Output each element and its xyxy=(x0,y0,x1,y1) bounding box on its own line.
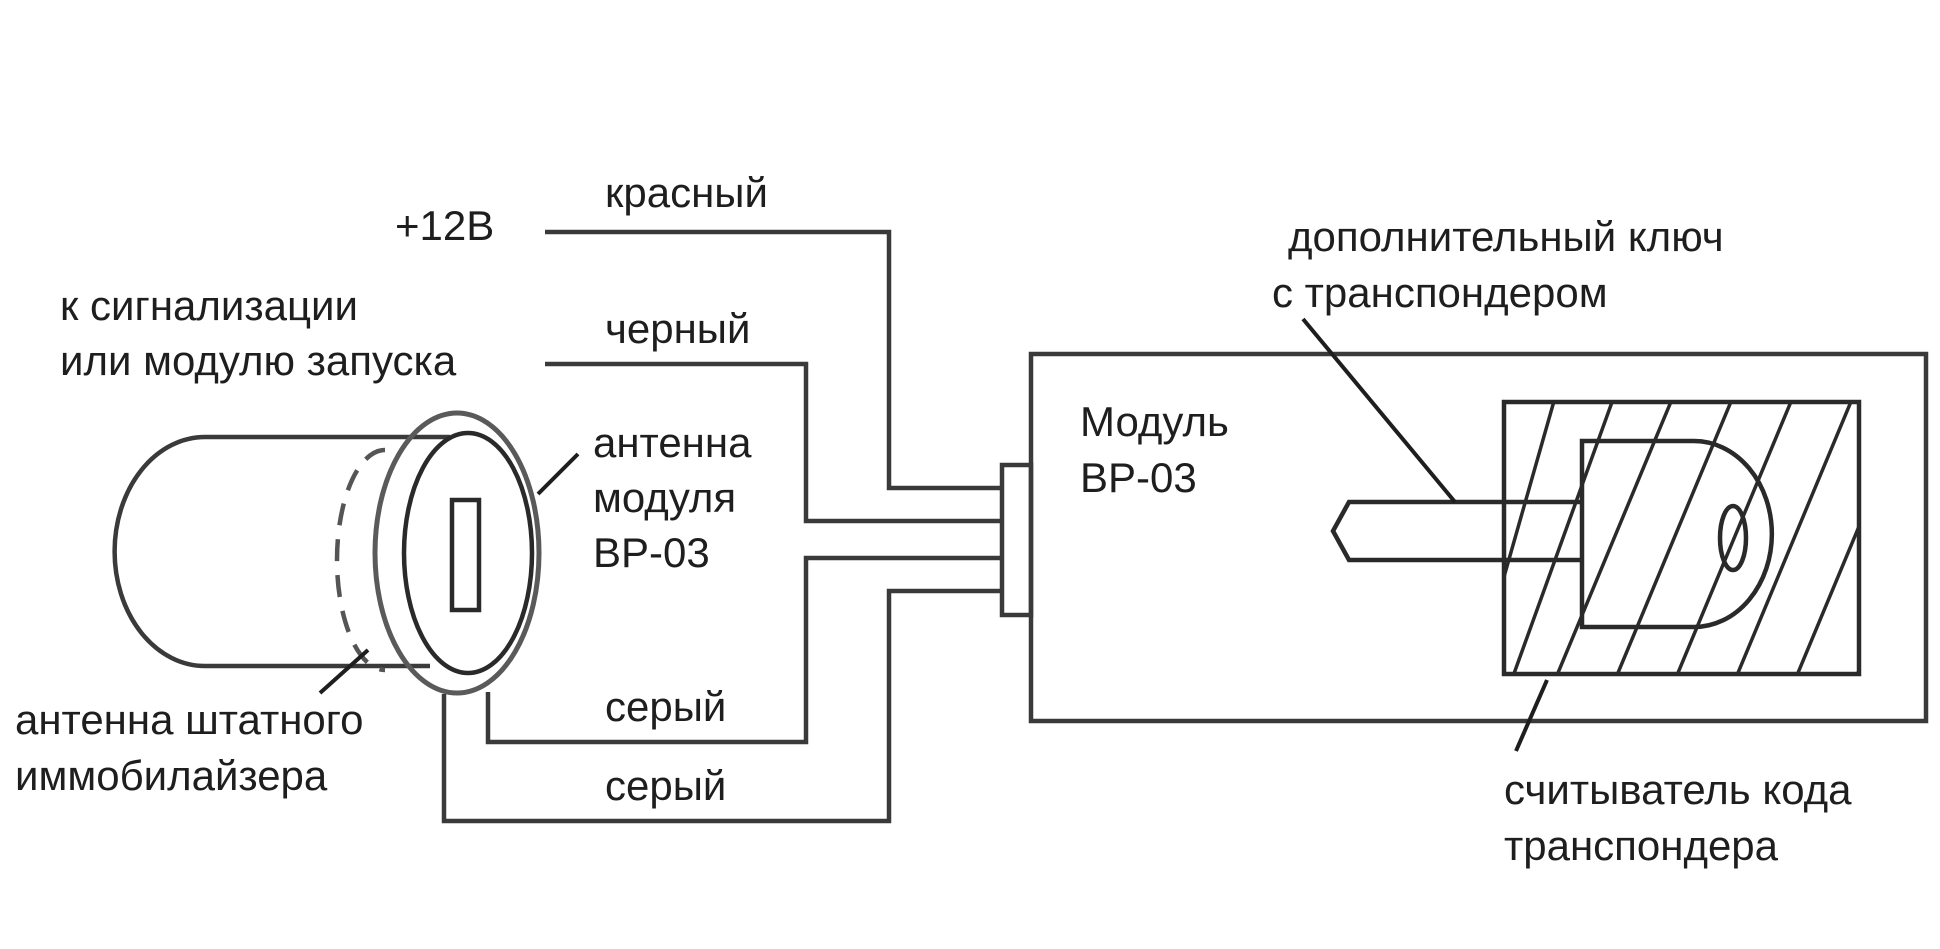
label-to-alarm-2: или модулю запуска xyxy=(60,337,457,384)
key-slot xyxy=(449,497,482,613)
cylinder-face xyxy=(401,430,535,676)
label-gray-2: серый xyxy=(605,762,726,809)
wire-gray-2 xyxy=(441,588,1002,824)
label-stock-antenna-1: антенна штатного xyxy=(15,696,364,743)
labels: +12В красный черный к сигнализации или м… xyxy=(15,169,1852,869)
wire-black xyxy=(545,361,1002,524)
label-module-1: Модуль xyxy=(1080,398,1229,445)
ignition-cylinder xyxy=(112,410,542,696)
label-reader-1: считыватель кода xyxy=(1504,766,1852,813)
reader-frame xyxy=(1501,399,1862,677)
connector xyxy=(999,462,1034,618)
extra-key xyxy=(1330,438,1775,630)
label-red: красный xyxy=(605,169,768,216)
wires xyxy=(441,229,1002,824)
label-stock-antenna-2: иммобилайзера xyxy=(15,752,328,799)
label-plus12v: +12В xyxy=(395,202,494,249)
label-extra-key-1: дополнительный ключ xyxy=(1288,213,1724,260)
label-module-antenna-1: антенна xyxy=(593,419,752,466)
leaders xyxy=(318,317,1549,752)
module-box xyxy=(1028,351,1929,724)
label-gray-1: серый xyxy=(605,683,726,730)
label-module-antenna-2: модуля xyxy=(593,474,736,521)
key-head xyxy=(1579,438,1775,630)
module-bp03 xyxy=(999,351,1929,724)
leader-stock-antenna xyxy=(318,648,370,695)
wire-gray-1 xyxy=(485,555,1002,745)
label-module-2: ВР-03 xyxy=(1080,454,1197,501)
leader-extra-key xyxy=(1301,317,1457,504)
label-reader-2: транспондера xyxy=(1504,822,1779,869)
key-blade xyxy=(1330,499,1582,563)
label-to-alarm-1: к сигнализации xyxy=(60,282,358,329)
label-module-antenna-3: ВР-03 xyxy=(593,529,710,576)
module-antenna-ring xyxy=(372,410,542,696)
wire-red xyxy=(545,229,1002,491)
label-black: черный xyxy=(605,305,750,352)
leader-module-antenna xyxy=(536,452,580,496)
stock-antenna-ring xyxy=(334,447,386,673)
label-extra-key-2: с транспондером xyxy=(1272,269,1608,316)
key-hole xyxy=(1717,503,1749,573)
cylinder-body xyxy=(112,434,450,669)
leader-reader xyxy=(1514,679,1549,752)
